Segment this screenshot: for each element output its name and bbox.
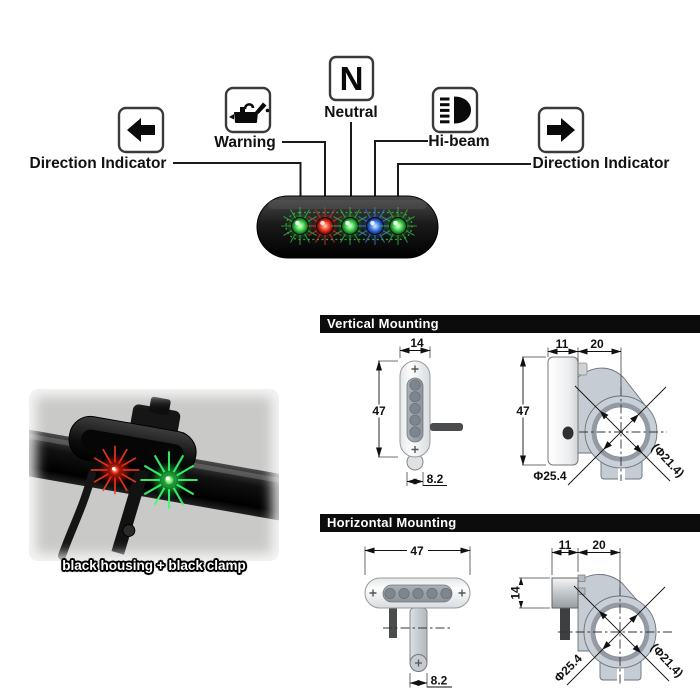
- neutral-icon-box: N: [328, 55, 375, 102]
- dim-vf-tab: 8.2: [427, 472, 444, 486]
- led-turn-right: [378, 206, 418, 246]
- dim-hs-body-depth: 11: [559, 538, 572, 552]
- label-direction-left: Direction Indicator: [30, 155, 167, 172]
- cable: [58, 470, 96, 560]
- dim-vs-height: 47: [516, 404, 530, 418]
- horizontal-side-view: Φ25.4 (Φ21.4) 11 20 14: [509, 538, 686, 686]
- dim-hs-height: 14: [509, 586, 523, 600]
- callout-hibeam: [374, 140, 428, 197]
- neutral-letter: N: [340, 60, 364, 97]
- vertical-side-view: Φ25.4 (Φ21.4) 11 20 47: [514, 337, 687, 486]
- indicator-functions-diagram: N Direction Indicator Warning Neutral Hi…: [30, 55, 670, 259]
- section-header-horizontal: Horizontal Mounting: [320, 514, 700, 532]
- wire: [430, 423, 463, 431]
- callout-direction-right: [397, 163, 531, 197]
- horizontal-mounting-drawing: 47 8.2 Φ25.4 (Φ21.4): [364, 538, 686, 688]
- front-led-dots: [409, 379, 421, 438]
- dim-vs-bar-diameter: (Φ21.4): [649, 440, 687, 480]
- callout-warning: [282, 141, 326, 197]
- led-hibeam: [355, 206, 395, 246]
- photo-caption: black housing + black clamp: [62, 558, 246, 573]
- dim-hs-clamp-diameter: Φ25.4: [551, 651, 585, 685]
- dim-vs-body-depth: 11: [556, 337, 569, 351]
- label-warning: Warning: [214, 134, 275, 151]
- callout-direction-left: [173, 162, 302, 197]
- dim-vs-clamp-depth: 20: [590, 337, 604, 351]
- headlight-icon: [440, 96, 471, 124]
- oil-can-icon: [229, 102, 270, 123]
- horizontal-front-view: 47 8.2: [364, 544, 471, 688]
- led-pod: [256, 195, 439, 259]
- hibeam-icon-box: [431, 86, 479, 134]
- dim-vs-clamp-diameter: Φ25.4: [533, 469, 567, 483]
- right-arrow-icon: [547, 118, 575, 142]
- section-title-vertical: Vertical Mounting: [327, 316, 439, 331]
- led-turn-left: [280, 206, 320, 246]
- dim-vf-width: 14: [410, 336, 424, 350]
- lit-led-red: [89, 444, 141, 496]
- wire-stub: [389, 608, 397, 638]
- product-photo: black housing + black clamp: [18, 378, 290, 578]
- vertical-mounting-drawing: 14 47 8.2: [370, 336, 687, 486]
- dim-hs-clamp-depth: 20: [592, 538, 606, 552]
- dim-vf-height: 47: [372, 404, 386, 418]
- photo-scene: [18, 378, 290, 572]
- section-header-vertical: Vertical Mounting: [320, 315, 700, 333]
- section-title-horizontal: Horizontal Mounting: [327, 515, 457, 530]
- label-hibeam: Hi-beam: [428, 133, 489, 150]
- dim-hf-tab: 8.2: [431, 674, 448, 688]
- led-warning: [305, 206, 345, 246]
- dim-hs-bar-diameter: (Φ21.4): [648, 640, 686, 680]
- vertical-front-view: 14 47 8.2: [370, 336, 463, 486]
- front-led-dots: [384, 587, 452, 600]
- left-turn-icon-box: [117, 106, 165, 154]
- lit-led-green: [139, 450, 199, 510]
- label-direction-right: Direction Indicator: [533, 155, 670, 172]
- right-turn-icon-box: [537, 106, 585, 154]
- label-neutral: Neutral: [324, 104, 377, 121]
- wire: [560, 608, 570, 640]
- oil-warning-icon-box: [224, 86, 272, 134]
- dim-hf-width: 47: [410, 544, 424, 558]
- unit-body-side: [551, 577, 579, 609]
- left-arrow-icon: [127, 118, 155, 142]
